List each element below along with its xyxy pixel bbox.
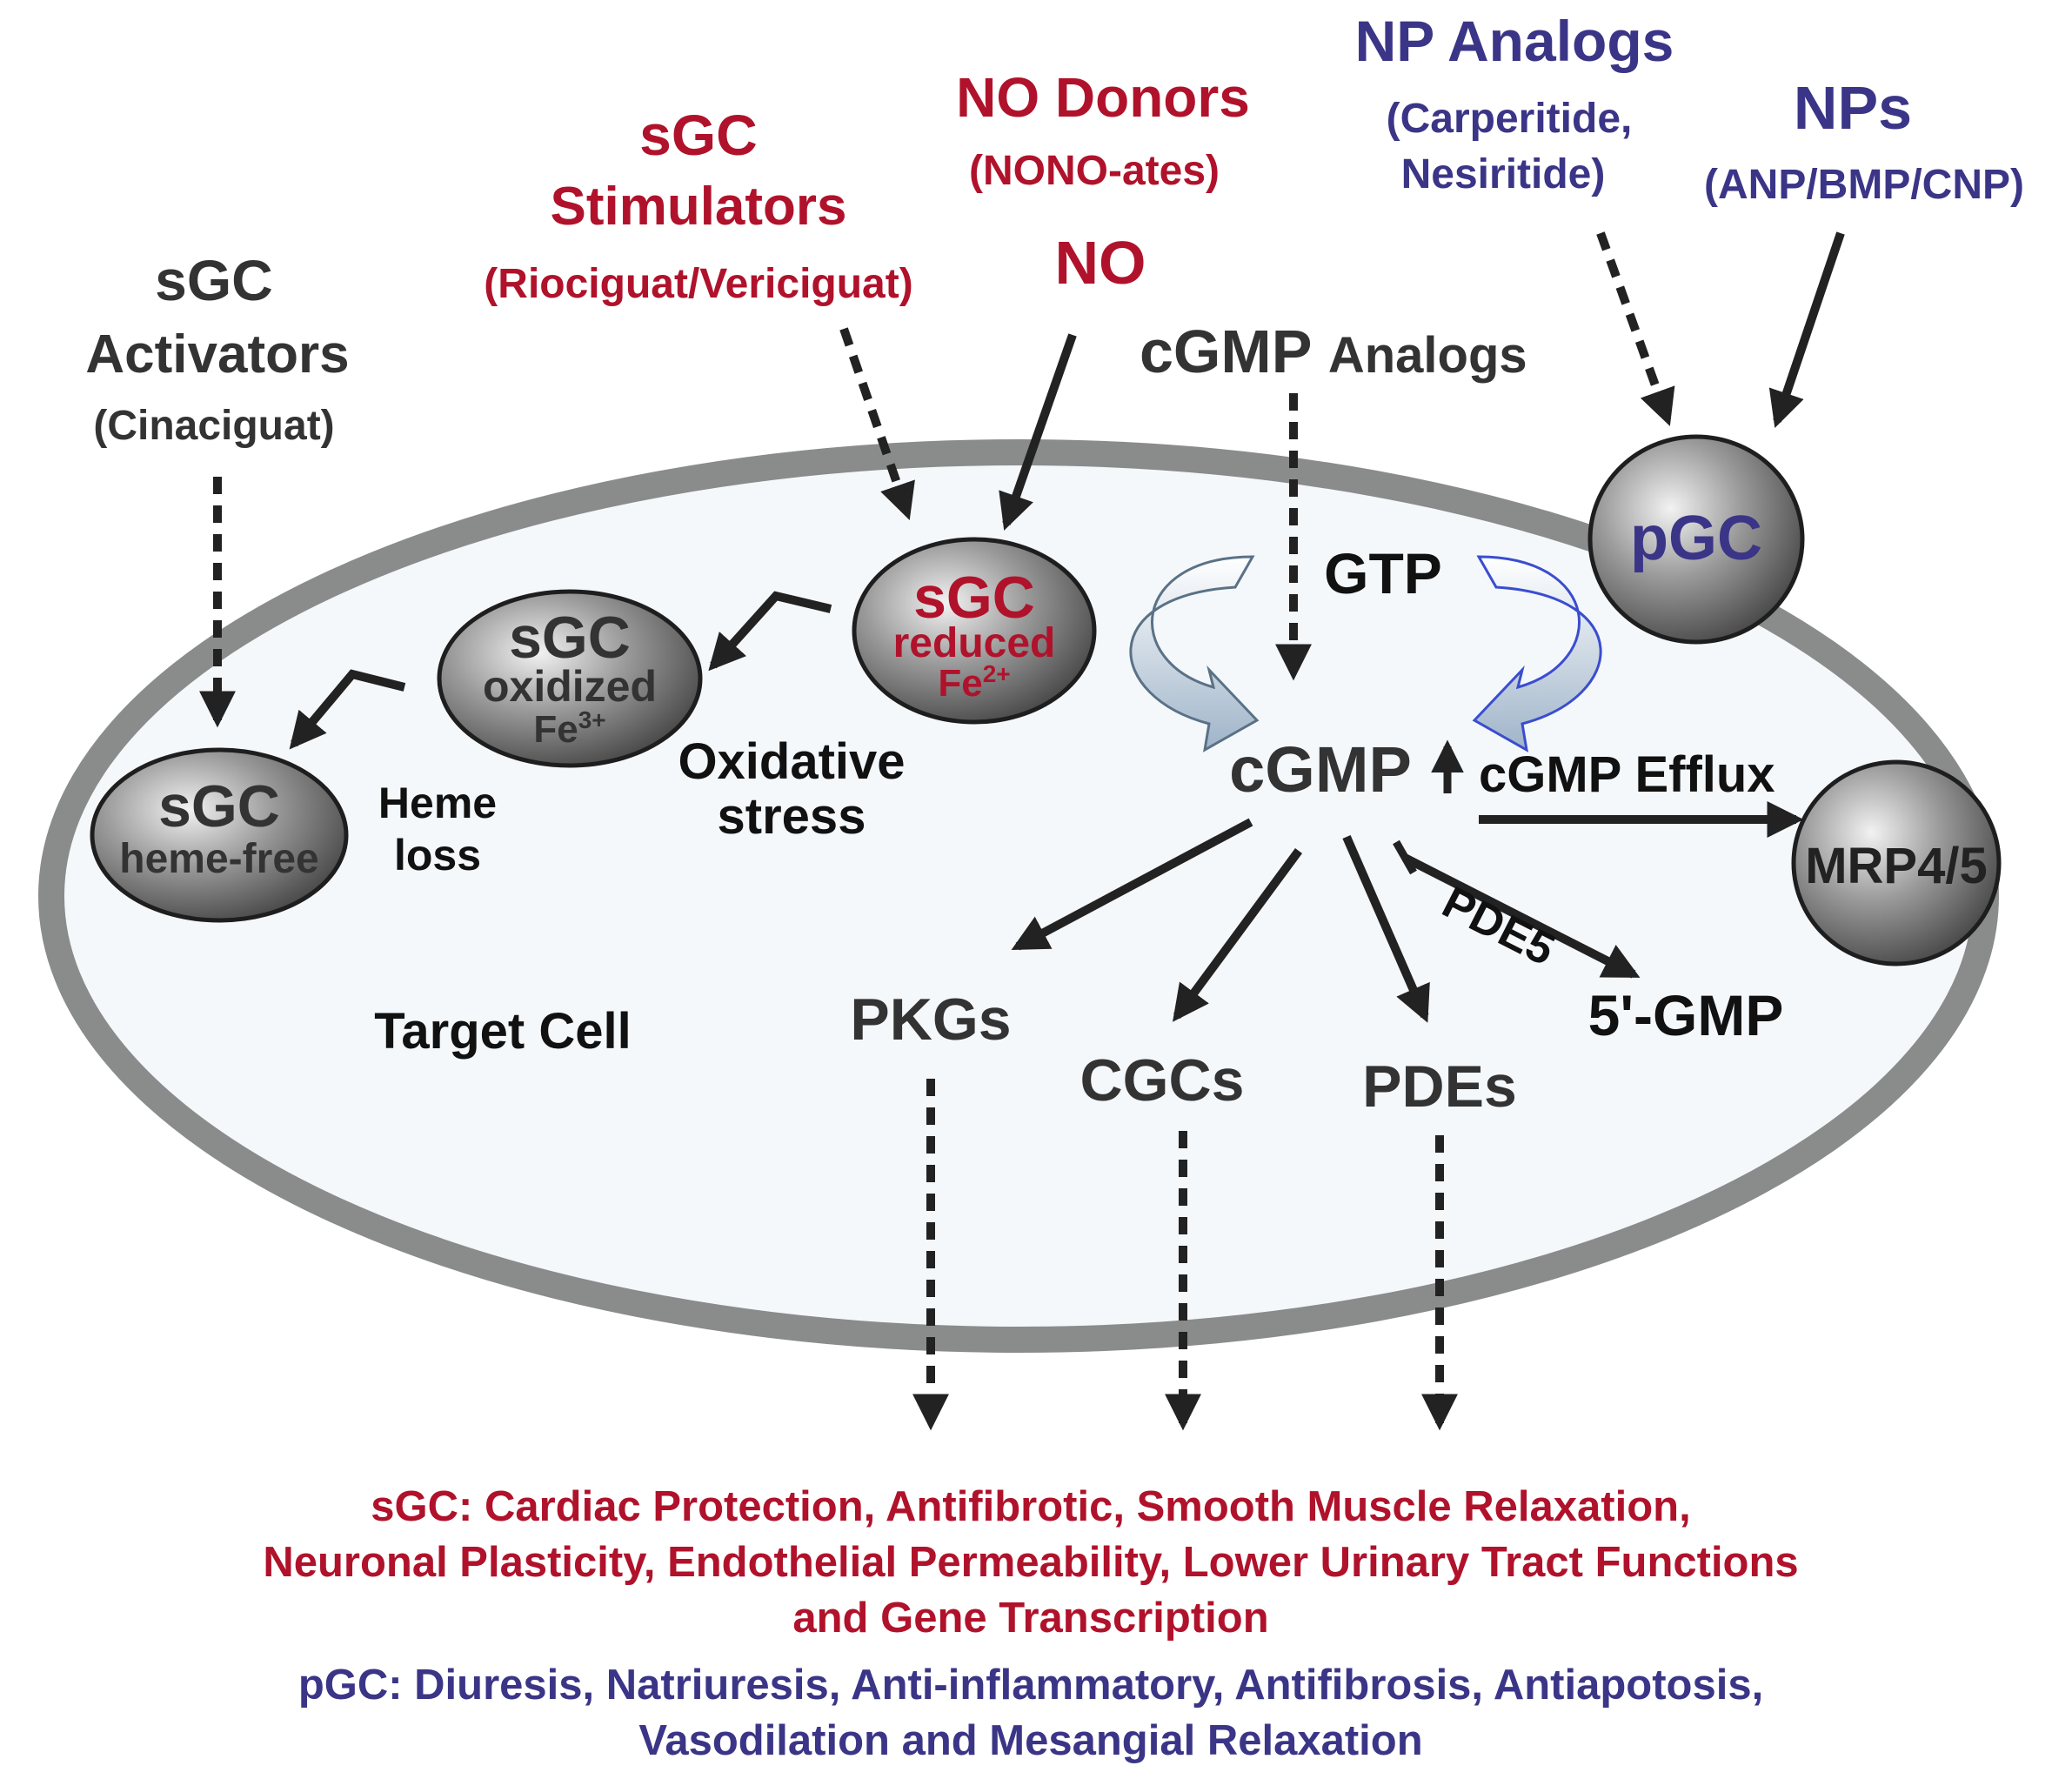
heme-loss-label-1: Heme bbox=[378, 779, 497, 827]
sgc-reduced-state: reduced bbox=[893, 620, 1056, 666]
mrp-sphere bbox=[1791, 759, 2002, 966]
pkgs-label: PKGs bbox=[850, 986, 1011, 1053]
sgc-oxidized-iron: Fe3+ bbox=[533, 706, 605, 751]
cgcs-label: CGCs bbox=[1080, 1047, 1245, 1114]
cgmp-analogs-cgmp: cGMP bbox=[1140, 318, 1312, 385]
sgc-reduced-iron-base: Fe bbox=[938, 662, 982, 705]
arrow-to-cgcs bbox=[1173, 848, 1303, 1022]
sgc-heme-free-state: heme-free bbox=[119, 836, 318, 882]
target-cell-label: Target Cell bbox=[374, 1003, 631, 1060]
pgc-effects-line-2: Vasodilation and Mesangial Relaxation bbox=[638, 1717, 1422, 1764]
sgc-heme-free-sphere bbox=[90, 747, 349, 923]
nps-title: NPs bbox=[1794, 74, 1912, 142]
no-donors-title: NO Donors bbox=[956, 66, 1250, 129]
sgc-effects-line-1: sGC: Cardiac Protection, Antifibrotic, S… bbox=[371, 1483, 1690, 1530]
pgc-label: pGC bbox=[1630, 504, 1762, 573]
sgc-activators-title-1: sGC bbox=[155, 248, 273, 312]
np-analogs-title: NP Analogs bbox=[1355, 9, 1674, 73]
sgc-oxidized-iron-base: Fe bbox=[533, 708, 578, 751]
nps-subtitle: (ANP/BMP/CNP) bbox=[1704, 162, 2024, 208]
mrp-label: MRP4/5 bbox=[1805, 838, 1988, 894]
pdes-label: PDEs bbox=[1362, 1053, 1517, 1120]
np-analogs-dashed-arrow bbox=[1596, 231, 1675, 426]
sgc-stimulators-title-2: Stimulators bbox=[550, 177, 846, 237]
sgc-heme-free-title: sGC bbox=[158, 773, 280, 839]
heme-loss-arrow bbox=[289, 669, 406, 750]
oxidative-stress-label-2: stress bbox=[718, 788, 866, 845]
sgc-activators-title-2: Activators bbox=[85, 324, 349, 385]
no-label: NO bbox=[1055, 229, 1146, 297]
sgc-oxidized-title: sGC bbox=[509, 605, 631, 671]
sgc-effects-line-3: and Gene Transcription bbox=[792, 1595, 1268, 1642]
no-donors-subtitle: (NONO-ates) bbox=[969, 148, 1220, 194]
arrow-to-pkgs bbox=[1011, 818, 1253, 951]
pgc-effects-line-1: pGC: Diuresis, Natriuresis, Anti-inflamm… bbox=[298, 1662, 1763, 1709]
sgc-reduced-iron-charge: 2+ bbox=[983, 660, 1011, 687]
pde5-arrow bbox=[1402, 853, 1641, 979]
arrow-to-pdes bbox=[1342, 834, 1430, 1023]
sgc-stimulators-title-1: sGC bbox=[639, 103, 758, 167]
np-analogs-subtitle-2: Nesiritide) bbox=[1401, 151, 1606, 197]
gtp-left-curved-arrow bbox=[1129, 555, 1260, 752]
sgc-reduced-sphere bbox=[852, 537, 1097, 725]
cgmp-analogs-label: cGMP Analogs bbox=[1140, 318, 1527, 385]
no-arrow bbox=[999, 333, 1077, 531]
heme-loss-label-2: loss bbox=[394, 831, 481, 879]
gtp-right-curved-arrow bbox=[1472, 555, 1602, 752]
sgc-reduced-title: sGC bbox=[913, 565, 1035, 631]
sgc-oxidized-state: oxidized bbox=[483, 662, 657, 711]
oxidation-arrow bbox=[708, 591, 832, 672]
pde5-inhibition-bar bbox=[1393, 839, 1417, 875]
cgmp-efflux-label: cGMP Efflux bbox=[1479, 746, 1775, 803]
cgmp-label: cGMP bbox=[1229, 733, 1412, 806]
sgc-reduced-iron: Fe2+ bbox=[938, 660, 1010, 705]
nps-arrow bbox=[1768, 231, 1845, 428]
sgc-stimulator-dashed-arrow bbox=[839, 327, 915, 520]
sgc-oxidized-iron-charge: 3+ bbox=[578, 706, 606, 733]
sgc-effects-line-2: Neuronal Plasticity, Endothelial Permeab… bbox=[263, 1539, 1798, 1586]
oxidative-stress-label-1: Oxidative bbox=[678, 733, 905, 790]
np-analogs-subtitle-1: (Carperitide, bbox=[1387, 96, 1633, 142]
gmp5-label: 5'-GMP bbox=[1588, 983, 1784, 1047]
cgmp-analogs-word: Analogs bbox=[1328, 327, 1527, 384]
pgc-sphere bbox=[1587, 434, 1805, 645]
gtp-label: GTP bbox=[1324, 541, 1442, 605]
sgc-stimulators-subtitle: (Riociguat/Vericiguat) bbox=[484, 261, 912, 307]
sgc-oxidized-sphere bbox=[437, 589, 703, 768]
sgc-activators-subtitle: (Cinaciguat) bbox=[93, 403, 334, 449]
